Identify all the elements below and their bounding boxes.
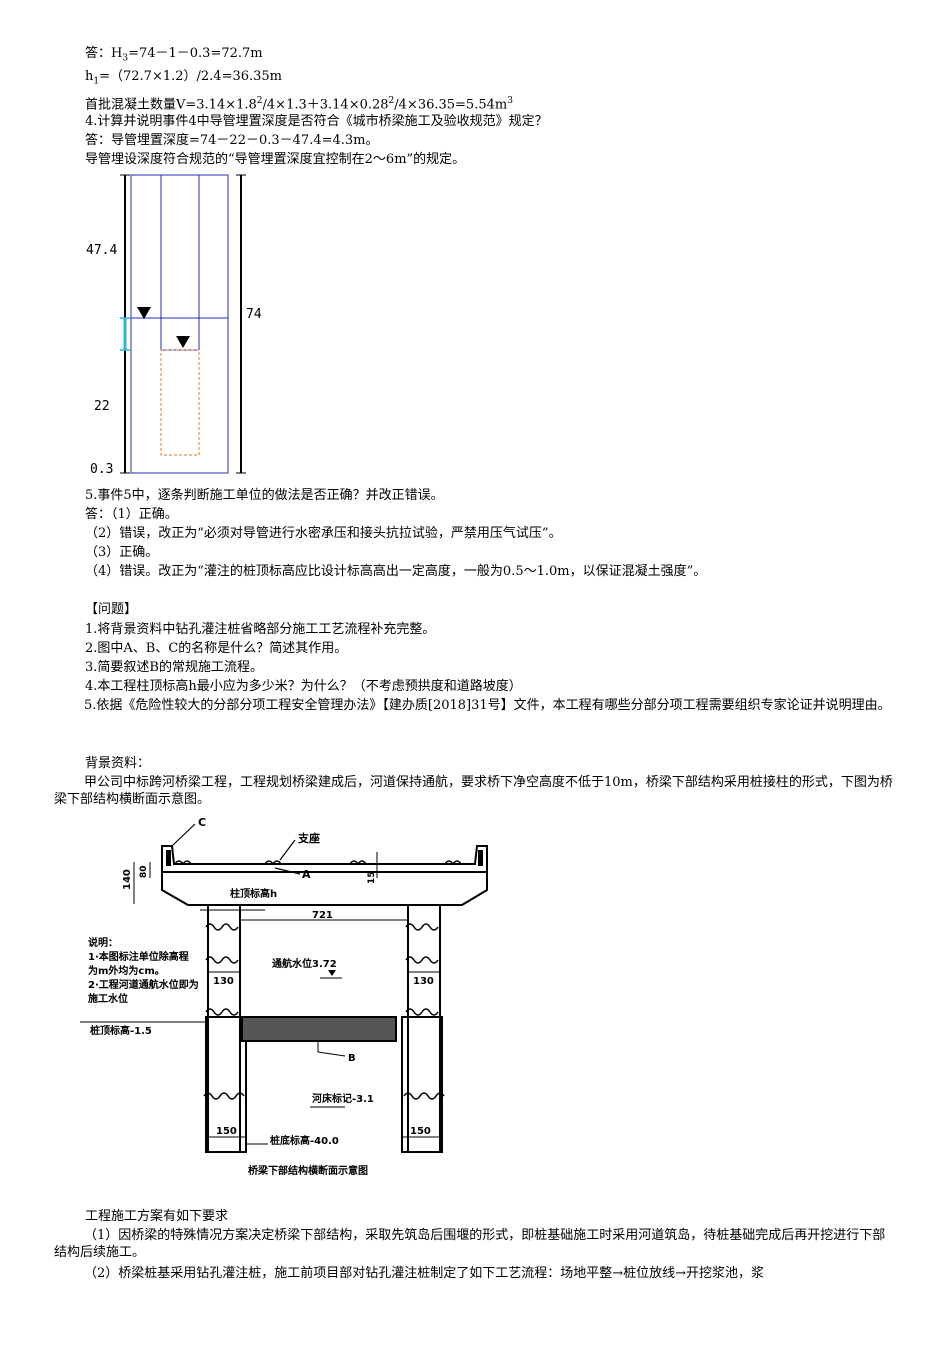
question-list-5: 5.依据《危险性较大的分部分项工程安全管理办法》【建办质[2018]31号】文件… [84,698,891,713]
question-4: 4.计算并说明事件4中导管埋置深度是否符合《城市桥梁施工及验收规范》规定？ [85,114,548,129]
dim-150-left: 150 [216,1126,237,1137]
plan-item-1: （1）因桥梁的特殊情况方案决定桥梁下部结构，采取先筑岛后围堰的形式，即桩基础施工… [54,1228,886,1260]
plan-item-2: （2）桥梁桩基采用钻孔灌注桩，施工前项目部对钻孔灌注桩制定了如下工艺流程：场地平… [84,1266,765,1281]
answer-5-4: （4）错误。改正为“灌注的桩顶标高应比设计标高高出一定高度，一般为0.5～1.0… [85,564,707,579]
question-5: 5.事件5中，逐条判断施工单位的做法是否正确？并改正错误。 [85,488,444,503]
dim-150-right: 150 [410,1126,431,1137]
answer-4-conclusion: 导管埋设深度符合规范的“导管埋置深度宜控制在2～6m”的规定。 [85,152,466,167]
column-top-label: 柱顶标高h [230,887,277,900]
pile-bottom-label: 桩底标高-40.0 [270,1134,339,1147]
questions-header: 【问题】 [85,602,138,617]
dim-80: 80 [139,865,149,878]
note-title: 说明： [88,936,118,949]
dim-0-3: 0.3 [90,462,113,477]
dim-140: 140 [122,869,133,890]
conduit-depth-figure: 47.4 74 22 0.3 [86,174,262,477]
bridge-cross-section-figure: C 支座 A 140 80 15 柱顶标高h 721 说明： 1·本图标注单位除… [80,816,488,1177]
question-list-3: 3.简要叙述B的常规施工流程。 [85,660,263,675]
dim-721: 721 [312,910,333,921]
question-list-1: 1.将背景资料中钻孔灌注桩省略部分施工工艺流程补充完整。 [85,622,436,637]
label-b: B [348,1053,356,1064]
question-list-2: 2.图中A、B、C的名称是什么？简述其作用。 [85,641,348,656]
pile-top-label: 桩顶标高-1.5 [90,1024,152,1037]
note-1b: 为m外均为cm。 [88,964,165,977]
concrete-level-marker-icon [176,336,190,348]
figure-caption: 桥梁下部结构横断面示意图 [248,1164,368,1177]
answer-4: 答：导管埋置深度=74－22－0.3－47.4=4.3m。 [85,133,379,148]
question-list-4: 4.本工程柱顶标高h最小应为多少米？为什么？（不考虑预拱度和道路坡度） [85,679,522,694]
dim-47-4: 47.4 [86,243,117,258]
plan-header: 工程施工方案有如下要求 [85,1209,229,1224]
label-support: 支座 [297,831,320,845]
h1-formula: h1=（72.7×1.2）/2.4=36.35m [85,69,283,87]
water-level-icon [328,970,336,976]
answer-5-2: （2）错误，改正为“必须对导管进行水密承压和接头抗拉试验，严禁用压气试压”。 [85,526,562,541]
answer-5-3: （3）正确。 [85,545,159,560]
note-2: 2·工程河道通航水位即为 [88,978,199,991]
water-level-marker-icon [137,307,151,319]
dim-130-left: 130 [213,976,234,987]
answer-5-1: 答：（1）正确。 [85,507,178,522]
water-level-label: 通航水位3.72 [272,957,337,970]
background-header: 背景资料： [85,756,151,771]
label-c: C [198,816,206,829]
background-text: 甲公司中标跨河桥梁工程，工程规划桥梁建成后，河道保持通航，要求桥下净空高度不低于… [54,775,893,807]
note-1: 1·本图标注单位除高程 [88,950,189,963]
dim-130-right: 130 [413,976,434,987]
dim-15: 15 [367,871,377,884]
riverbed-label: 河床标记-3.1 [312,1092,374,1105]
note-2b: 施工水位 [88,992,128,1005]
volume-formula: 首批混凝土数量V=3.14×1.82/4×1.3＋3.14×0.282/4×36… [85,96,513,113]
dim-74: 74 [246,307,262,322]
dim-22: 22 [94,399,110,414]
h3-formula: 答：H3=74－1－0.3=72.7m [85,46,263,64]
label-a: A [302,868,311,881]
